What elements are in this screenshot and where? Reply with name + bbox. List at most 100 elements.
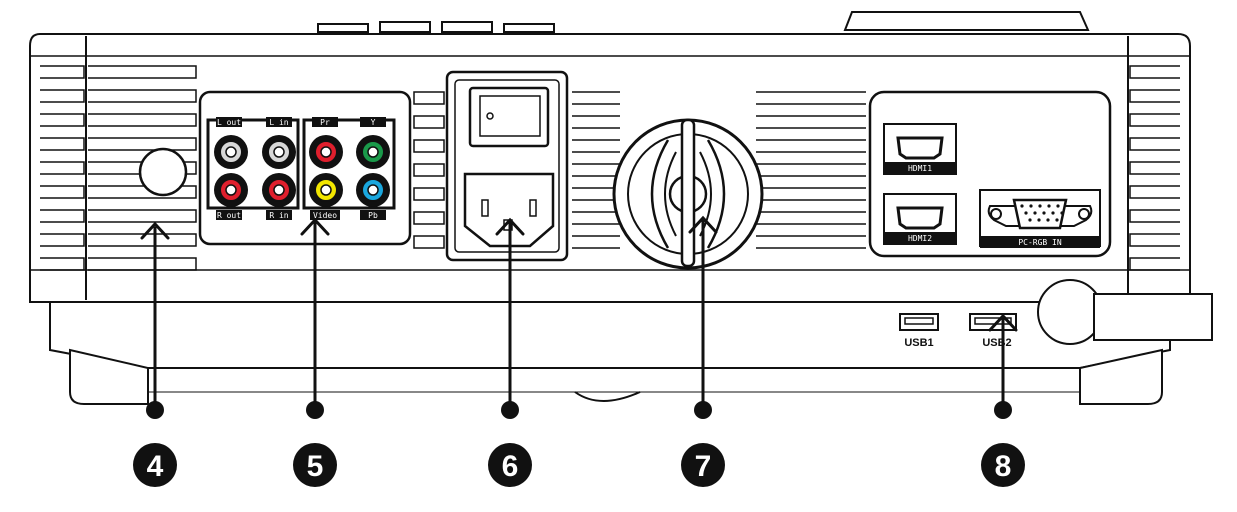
vent-slot — [40, 89, 85, 103]
callout-7: 7 — [681, 443, 725, 487]
power-module — [445, 70, 569, 262]
focus-dial[interactable] — [612, 118, 764, 270]
vent-slot — [40, 257, 85, 271]
vent-slot — [40, 209, 85, 223]
callout-5: 5 — [293, 443, 337, 487]
vga-pin — [1020, 204, 1024, 208]
vent-slot — [572, 139, 620, 153]
vent-slot — [1129, 65, 1180, 79]
av-labels: L out L in Pr Y R out R in Video Pb — [216, 117, 386, 220]
vent-slot — [413, 235, 445, 249]
vga-pin — [1051, 211, 1055, 215]
power-socket[interactable] — [463, 172, 555, 248]
vga-pin — [1029, 204, 1033, 208]
vent-slot — [756, 211, 866, 225]
y-jack[interactable] — [356, 135, 390, 169]
vent-slot — [40, 161, 85, 175]
vent-slot — [88, 65, 197, 79]
vga-pin — [1033, 211, 1037, 215]
label-y: Y — [371, 118, 376, 127]
label-pb: Pb — [368, 211, 378, 220]
callout-8: 8 — [981, 443, 1025, 487]
vent-slot — [88, 137, 197, 151]
vent-slot — [756, 235, 866, 249]
vent-slot — [88, 233, 197, 247]
vent-slot — [756, 91, 866, 105]
label-pr: Pr — [320, 118, 330, 127]
vent-slot — [572, 115, 620, 129]
top-stand — [317, 11, 1090, 33]
pr-jack[interactable] — [309, 135, 343, 169]
vga-pin — [1046, 218, 1050, 222]
io-panel: HDMI1 HDMI2 PC-RGB IN — [868, 90, 1112, 258]
vent-slot — [572, 91, 620, 105]
vent-slot — [88, 185, 197, 199]
vent-slot — [756, 163, 866, 177]
vga-pin — [1060, 211, 1064, 215]
ir-receiver — [138, 147, 188, 197]
vent-slot — [1129, 209, 1180, 223]
video-jack[interactable] — [309, 173, 343, 207]
usb1-port[interactable]: USB1 — [899, 313, 939, 349]
vga-pin — [1056, 204, 1060, 208]
vent-slot — [1129, 113, 1180, 127]
vent-slot — [413, 211, 445, 225]
label-hdmi2: HDMI2 — [908, 234, 932, 243]
label-usb1: USB1 — [904, 337, 933, 349]
l-out-jack[interactable] — [214, 135, 248, 169]
svg-text:5: 5 — [307, 450, 324, 483]
svg-text:7: 7 — [695, 450, 712, 483]
vent-slot — [413, 163, 445, 177]
vga-pin — [1037, 218, 1041, 222]
hdmi2-port[interactable]: HDMI2 — [883, 193, 957, 245]
label-video: Video — [313, 211, 337, 220]
label-hdmi1: HDMI1 — [908, 164, 932, 173]
vga-port[interactable]: PC-RGB IN — [979, 189, 1101, 248]
vent-slot — [413, 139, 445, 153]
hdmi1-port[interactable]: HDMI1 — [883, 123, 957, 175]
vent-slot — [756, 139, 866, 153]
vent-slot — [572, 211, 620, 225]
vga-pin — [1024, 211, 1028, 215]
vga-pin — [1042, 211, 1046, 215]
vent-slot — [40, 137, 85, 151]
svg-text:6: 6 — [502, 450, 519, 483]
l-in-jack[interactable] — [262, 135, 296, 169]
callout-4: 4 — [133, 443, 177, 487]
vent-slot — [413, 115, 445, 129]
vent-slot — [40, 233, 85, 247]
vent-slot — [1129, 185, 1180, 199]
vent-slot — [88, 209, 197, 223]
callout-badges: 4 5 6 7 8 — [133, 443, 1025, 487]
svg-text:4: 4 — [147, 450, 164, 483]
vga-pin — [1038, 204, 1042, 208]
projector-base — [49, 279, 1213, 405]
vent-slot — [572, 163, 620, 177]
vent-slot — [1129, 233, 1180, 247]
vent-slot — [40, 65, 85, 79]
r-out-jack[interactable] — [214, 173, 248, 207]
vent-slot — [413, 187, 445, 201]
side-vents — [40, 65, 1180, 271]
vga-pin — [1028, 218, 1032, 222]
vent-slot — [88, 89, 197, 103]
r-in-jack[interactable] — [262, 173, 296, 207]
label-l-out: L out — [217, 118, 241, 127]
vent-slot — [756, 187, 866, 201]
av-panel: L out L in Pr Y R out R in Video Pb — [198, 90, 412, 246]
vga-pin — [1047, 204, 1051, 208]
vent-slot — [1129, 161, 1180, 175]
callout-dots — [146, 401, 1012, 419]
vent-slot — [1129, 137, 1180, 151]
vent-slot — [1129, 89, 1180, 103]
vent-slot — [88, 257, 197, 271]
center-vents — [413, 91, 866, 249]
vent-slot — [756, 115, 866, 129]
vga-pin — [1055, 218, 1059, 222]
callout-6: 6 — [488, 443, 532, 487]
vent-slot — [572, 235, 620, 249]
label-r-out: R out — [217, 211, 241, 220]
pb-jack[interactable] — [356, 173, 390, 207]
vent-slot — [413, 91, 445, 105]
